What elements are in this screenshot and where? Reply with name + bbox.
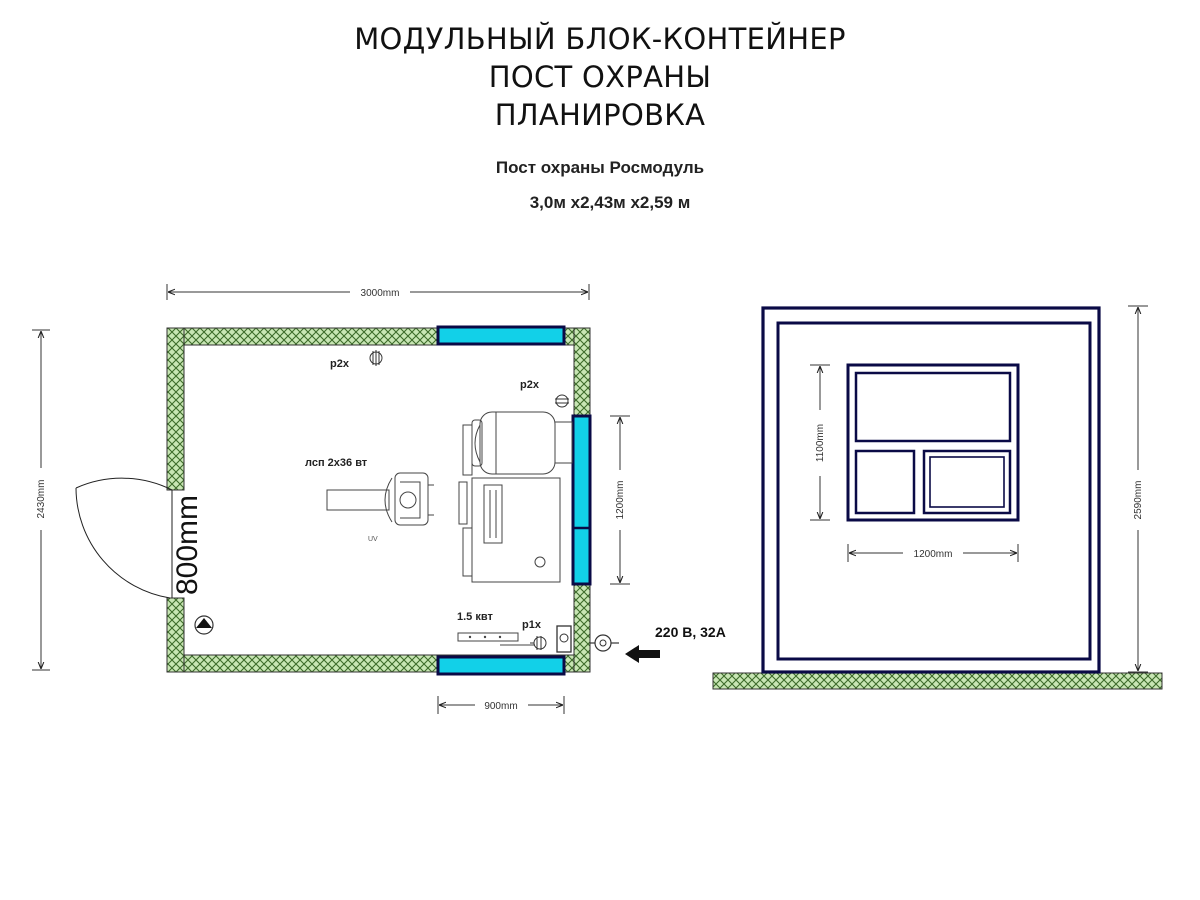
dimensions-label: 3,0м х2,43м х2,59 м — [529, 193, 691, 212]
floor-plan: 3000mm 2430mm 800mm 1200mm 900mm р2х р2х — [32, 284, 726, 714]
power-label: 220 В, 32А — [655, 624, 726, 640]
power-arrow-icon — [625, 645, 660, 663]
window-sash-right-inner — [929, 456, 1005, 508]
window-width-label: 1200mm — [914, 549, 953, 560]
container-outline — [761, 306, 1101, 674]
main-title-line-2: ПОСТ ОХРАНЫ — [488, 60, 712, 94]
lamp-label: лсп 2х36 вт — [305, 457, 368, 469]
heater-icon — [457, 632, 535, 646]
width-label: 3000mm — [361, 288, 400, 299]
chair-icon — [471, 411, 573, 475]
front-elevation: 2590mm 1100mm 1200mm — [712, 305, 1163, 690]
window-right — [571, 414, 592, 586]
socket-right-label: р2х — [520, 379, 540, 391]
main-title-line-1: МОДУЛЬНЫЙ БЛОК-КОНТЕЙНЕР — [354, 22, 846, 56]
heater-label: 1.5 квт — [457, 611, 493, 623]
door-swing-top — [75, 477, 173, 491]
window-right-label: 1200mm — [615, 481, 626, 520]
window-height-label: 1100mm — [815, 424, 826, 462]
main-title-line-3: ПЛАНИРОВКА — [494, 98, 706, 132]
desk-icon — [458, 424, 561, 583]
height-label: 2590mm — [1133, 481, 1144, 520]
container-frame — [776, 321, 1092, 661]
door-width-label: 800mm — [171, 495, 204, 595]
socket-bottom-label: р1х — [522, 619, 542, 631]
title-block: МОДУЛЬНЫЙ БЛОК-КОНТЕЙНЕР ПОСТ ОХРАНЫ ПЛА… — [0, 20, 1200, 134]
socket-top-icon — [369, 350, 383, 366]
socket-right-icon — [555, 394, 569, 408]
lamp-fixture-icon — [326, 472, 434, 526]
subtitle: Пост охраны Росмодуль — [495, 158, 705, 177]
socket-bottom-icon — [530, 636, 547, 650]
window-bottom-label: 900mm — [484, 701, 517, 712]
window-top — [436, 325, 566, 346]
door-swing-arc — [75, 487, 171, 599]
wall-left-lower — [166, 597, 185, 673]
window-sash-right — [922, 449, 1012, 515]
window-sash-left — [854, 449, 916, 515]
socket-top-label: р2х — [330, 358, 350, 370]
depth-label: 2430mm — [36, 480, 47, 519]
uv-label: UV — [368, 536, 378, 543]
power-inlet-icon — [590, 634, 619, 652]
electrical-panel-icon — [556, 625, 572, 653]
wall-left-upper — [166, 327, 185, 491]
window-bottom — [436, 655, 566, 676]
light-switch-icon — [194, 615, 214, 635]
ground-slab — [712, 672, 1163, 690]
window-transom — [854, 371, 1012, 443]
window-frame — [846, 363, 1020, 522]
